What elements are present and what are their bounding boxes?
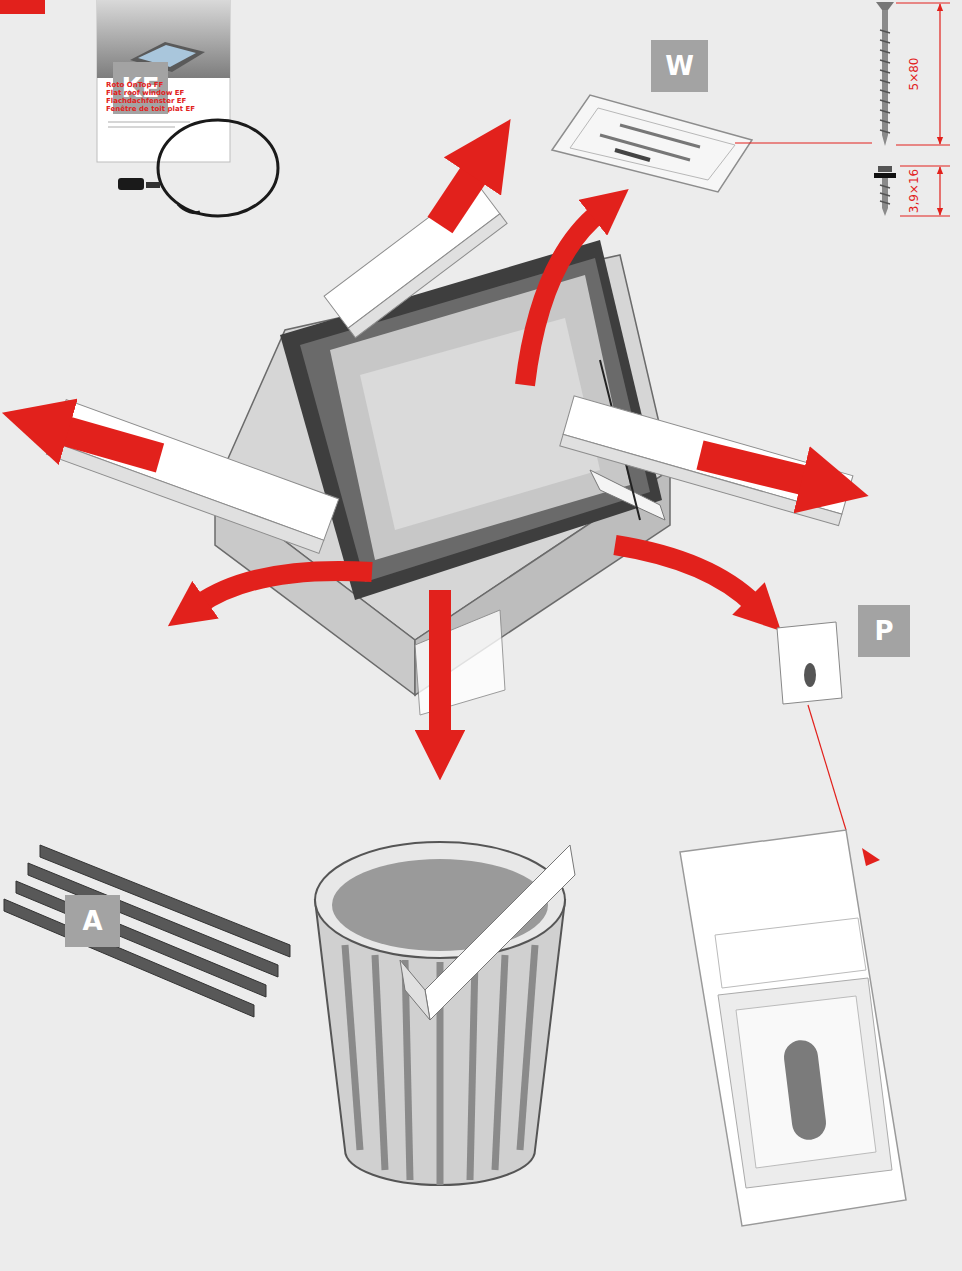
part-letter-box: W bbox=[651, 40, 708, 92]
manual-booklet bbox=[108, 121, 190, 123]
unpack-arrows bbox=[525, 212, 600, 385]
waste-basket bbox=[375, 955, 385, 1170]
waste-basket bbox=[400, 960, 430, 1020]
waste-basket bbox=[495, 955, 505, 1170]
screws bbox=[874, 173, 896, 178]
waste-basket bbox=[520, 945, 535, 1150]
profile-strips bbox=[4, 899, 254, 1017]
remote-control bbox=[804, 663, 816, 687]
screw-bag bbox=[552, 95, 752, 192]
packing-block bbox=[348, 214, 507, 338]
dimension-lines bbox=[900, 165, 950, 166]
screw-bag bbox=[615, 150, 650, 160]
waste-basket bbox=[345, 945, 360, 1150]
cover-text: Roto OnTop FF bbox=[106, 82, 163, 89]
cover-text: Flat roof window EF bbox=[106, 90, 184, 97]
waste-basket bbox=[315, 842, 575, 1185]
screws bbox=[880, 185, 890, 204]
remote-control bbox=[736, 996, 876, 1168]
unpack-arrows bbox=[429, 590, 451, 740]
unpack-arrows bbox=[615, 545, 755, 605]
packing-block bbox=[324, 182, 507, 338]
remote-control bbox=[680, 830, 906, 1226]
screw-bag bbox=[570, 108, 735, 180]
unpack-arrows bbox=[55, 165, 815, 740]
dimension-lines bbox=[896, 3, 950, 216]
profile-strips bbox=[28, 863, 278, 977]
remote-control bbox=[715, 918, 866, 988]
screws bbox=[876, 2, 894, 10]
corner-tab bbox=[0, 0, 45, 14]
packing-block bbox=[560, 434, 842, 525]
waste-basket bbox=[425, 845, 575, 1020]
remote-control bbox=[777, 622, 842, 704]
screws bbox=[882, 135, 888, 146]
dimension-text: 5×80 bbox=[908, 58, 920, 91]
dimension-lines bbox=[939, 167, 940, 215]
unpack-arrows bbox=[700, 455, 815, 483]
packing-block bbox=[560, 396, 853, 526]
power-cable bbox=[158, 120, 278, 216]
dimension-lines bbox=[900, 215, 950, 216]
part-letter-box: P bbox=[858, 605, 910, 657]
dimension-text: 3,9×16 bbox=[908, 169, 920, 213]
unpack-arrows bbox=[440, 165, 480, 225]
flat-roof-window bbox=[415, 610, 505, 715]
packing-block bbox=[46, 441, 323, 553]
power-cable bbox=[118, 120, 278, 216]
dimension-lines bbox=[939, 4, 940, 144]
screws bbox=[882, 208, 888, 216]
cover-text: Flachdachfenster EF bbox=[106, 98, 186, 105]
part-letter: W bbox=[665, 51, 694, 81]
power-cable bbox=[118, 178, 144, 190]
flat-roof-window bbox=[360, 318, 600, 530]
leader-line bbox=[735, 142, 872, 143]
screws bbox=[874, 2, 896, 216]
screw-bag bbox=[620, 125, 700, 147]
profile-strips bbox=[16, 881, 266, 997]
unpack-arrows bbox=[198, 571, 372, 605]
manual-booklet bbox=[108, 126, 175, 128]
waste-basket bbox=[470, 960, 475, 1180]
part-letter: P bbox=[874, 616, 893, 646]
screws bbox=[880, 30, 890, 133]
manual-booklet bbox=[97, 0, 230, 162]
profile-strips bbox=[4, 845, 290, 1017]
part-letter-box: A bbox=[65, 895, 120, 947]
dimension-lines bbox=[896, 144, 950, 145]
screws bbox=[878, 166, 892, 172]
unpack-arrows bbox=[55, 428, 160, 458]
packing-block bbox=[324, 182, 500, 328]
power-cable bbox=[178, 204, 200, 213]
remote-control bbox=[782, 1038, 828, 1141]
profile-strips bbox=[40, 845, 290, 957]
screw-bag bbox=[552, 95, 752, 192]
flat-roof-window bbox=[590, 470, 665, 520]
remote-control bbox=[718, 978, 892, 1188]
power-cable bbox=[146, 182, 160, 188]
remote-control bbox=[862, 848, 880, 866]
remote-control bbox=[808, 705, 846, 830]
cover-text: Fenêtre de toit plat EF bbox=[106, 106, 195, 113]
manual-booklet bbox=[97, 0, 230, 162]
dimension-lines bbox=[896, 2, 950, 3]
part-letter: A bbox=[82, 906, 102, 936]
screw-bag bbox=[600, 135, 690, 160]
remote-control bbox=[680, 622, 906, 1226]
packing-block bbox=[46, 400, 338, 554]
